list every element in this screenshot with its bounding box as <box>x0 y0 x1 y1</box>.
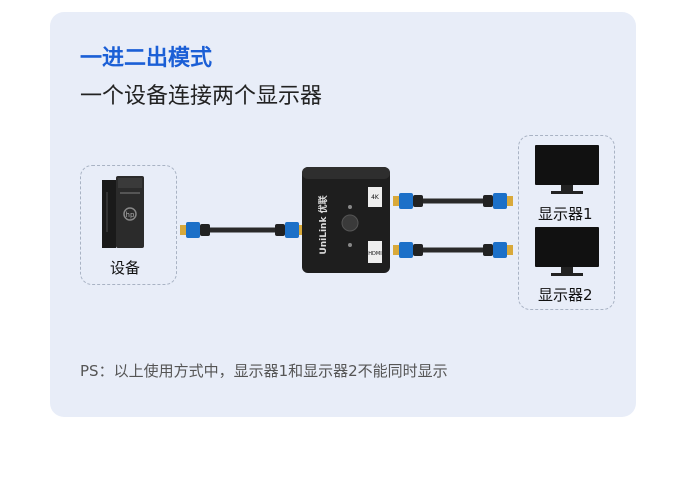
monitor-2-label: 显示器2 <box>538 286 593 304</box>
svg-text:UniLink 优联: UniLink 优联 <box>317 194 329 254</box>
hdmi-cable-input <box>180 222 305 238</box>
svg-text:HDMI: HDMI <box>368 251 381 257</box>
mode-title: 一进二出模式 <box>80 46 213 71</box>
usage-note: PS：以上使用方式中，显示器1和显示器2不能同时显示 <box>80 362 448 380</box>
monitors-box <box>518 135 615 310</box>
brand-watermark: UniLink 优联 <box>637 142 684 416</box>
source-device-box <box>80 165 177 285</box>
hdmi-cable-output-2 <box>393 242 513 258</box>
monitor-1-label: 显示器1 <box>538 205 593 223</box>
monitor-2-icon <box>535 227 599 276</box>
svg-text:4K: 4K <box>371 194 380 201</box>
hdmi-switch-box: UniLink 优联 4K HDMI <box>302 167 390 273</box>
mode-subtitle: 一个设备连接两个显示器 <box>80 84 323 109</box>
pc-tower-icon: hp <box>102 176 144 248</box>
svg-text:hp: hp <box>126 211 135 219</box>
source-device-label: 设备 <box>110 259 141 277</box>
hdmi-cable-output-1 <box>393 193 513 209</box>
monitor-1-icon <box>535 145 599 194</box>
